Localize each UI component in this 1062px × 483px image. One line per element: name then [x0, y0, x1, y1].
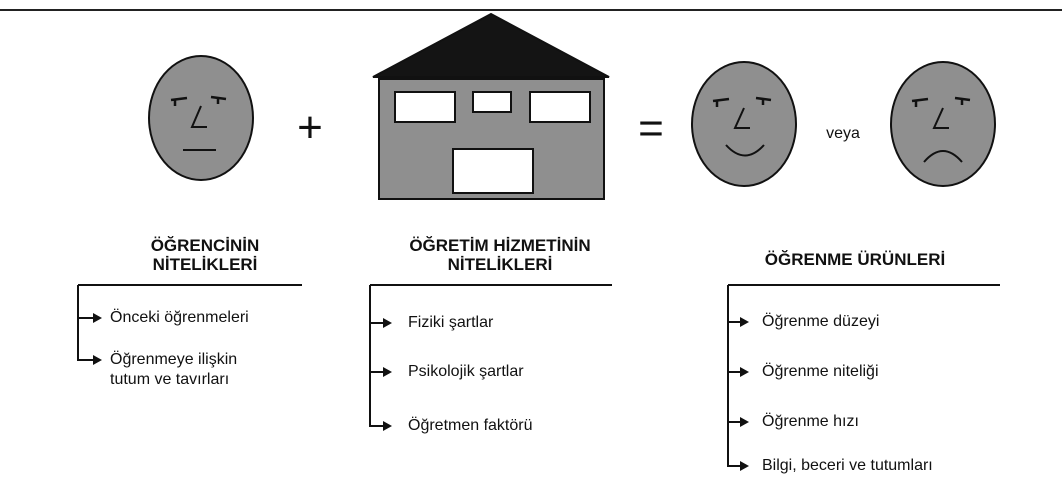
- student-heading: ÖĞRENCİNİN NİTELİKLERİ: [110, 236, 300, 274]
- plus-sign: +: [297, 103, 323, 152]
- student-item-attitudes-line-1: Öğrenmeye ilişkin: [110, 351, 238, 368]
- arrow-icon: [740, 461, 749, 471]
- outcomes-bracket: [727, 284, 1000, 467]
- student-item-prior-learning: Önceki öğrenmeleri: [110, 309, 249, 326]
- top-border-line: [0, 9, 1062, 11]
- sad-face-icon: [890, 61, 996, 187]
- arrow-icon: [740, 417, 749, 427]
- arrow-icon: [383, 318, 392, 328]
- student-bracket: [77, 284, 302, 361]
- school-building-icon: [372, 12, 610, 200]
- outcomes-heading: ÖĞRENME ÜRÜNLERİ: [720, 250, 990, 269]
- teaching-heading-line-1: ÖĞRETİM HİZMETİNİN: [409, 236, 591, 255]
- happy-face-icon: [691, 61, 797, 187]
- arrow-icon: [740, 317, 749, 327]
- teaching-bracket: [369, 284, 612, 427]
- building-window-left: [394, 91, 456, 123]
- outcome-item-quality: Öğrenme niteliği: [762, 363, 879, 380]
- building-window-right: [529, 91, 591, 123]
- arrow-icon: [383, 367, 392, 377]
- neutral-face-icon: [148, 55, 254, 181]
- outcome-item-level: Öğrenme düzeyi: [762, 313, 880, 330]
- teaching-item-teacher: Öğretmen faktörü: [408, 417, 533, 434]
- teaching-item-psychological: Psikolojik şartlar: [408, 363, 524, 380]
- outcomes-heading-line-1: ÖĞRENME ÜRÜNLERİ: [764, 250, 946, 269]
- equals-sign: =: [638, 104, 664, 153]
- building-window-middle: [472, 91, 512, 113]
- outcome-item-knowledge: Bilgi, beceri ve tutumları: [762, 457, 933, 474]
- arrow-icon: [740, 367, 749, 377]
- arrow-icon: [93, 313, 102, 323]
- arrow-icon: [93, 355, 102, 365]
- arrow-icon: [383, 421, 392, 431]
- teaching-heading: ÖĞRETİM HİZMETİNİN NİTELİKLERİ: [380, 236, 620, 274]
- teaching-heading-line-2: NİTELİKLERİ: [447, 255, 553, 274]
- student-heading-line-1: ÖĞRENCİNİN: [150, 236, 260, 255]
- building-door: [452, 148, 534, 194]
- or-word: veya: [826, 125, 860, 142]
- student-item-attitudes-line-2: tutum ve tavırları: [110, 371, 230, 388]
- outcome-item-speed: Öğrenme hızı: [762, 413, 859, 430]
- student-heading-line-2: NİTELİKLERİ: [152, 255, 258, 274]
- teaching-item-physical: Fiziki şartlar: [408, 314, 494, 331]
